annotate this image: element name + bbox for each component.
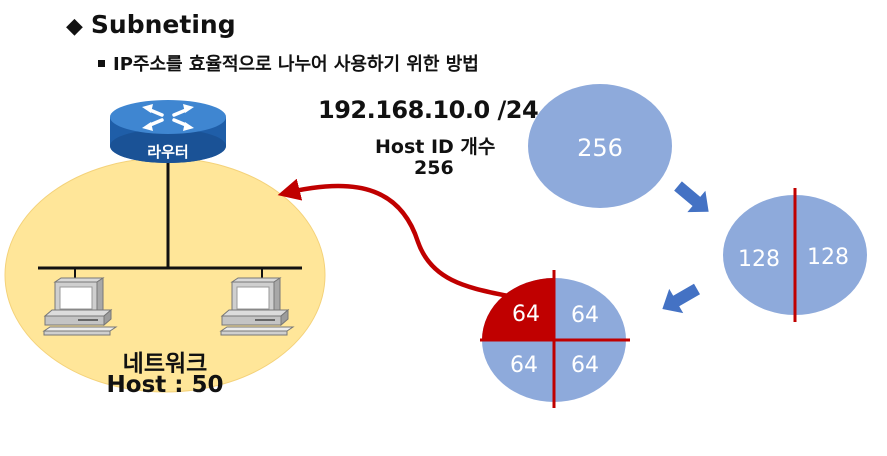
slide-subtitle: IP주소를 효율적으로 나누어 사용하기 위한 방법 (98, 50, 479, 76)
computer-icon (219, 277, 295, 336)
half-left-label: 128 (738, 247, 780, 272)
host-id-label: Host ID 개수 (375, 136, 496, 158)
arrow-down-right-icon (674, 181, 709, 213)
circle-whole (528, 84, 672, 208)
router-label: 라우터 (147, 143, 188, 161)
half-right-label: 128 (807, 245, 849, 270)
subtitle-text: IP주소를 효율적으로 나누어 사용하기 위한 방법 (113, 54, 479, 75)
circle-whole-label: 256 (577, 134, 623, 162)
quarter-highlight (482, 278, 554, 340)
network-name: 네트워크 (122, 351, 208, 377)
arrow-down-left-icon (662, 283, 700, 314)
ip-address: 192.168.10.0 /24 (318, 96, 539, 124)
diamond-bullet-icon: ◆ (66, 14, 83, 39)
title-text: Subneting (90, 10, 236, 39)
quarter-top-left-label: 64 (512, 302, 540, 327)
slide-title: ◆ Subneting (66, 10, 236, 39)
quarter-bottom-right-label: 64 (571, 353, 599, 378)
network-hosts: Host : 50 (106, 372, 224, 398)
quarter-top-right-label: 64 (571, 303, 599, 328)
router-icon (110, 100, 226, 163)
host-id-count: 256 (414, 157, 454, 179)
square-bullet-icon (98, 59, 105, 67)
computer-icon (42, 277, 118, 336)
quarter-bottom-left-label: 64 (510, 353, 538, 378)
assignment-arrow (277, 178, 509, 299)
